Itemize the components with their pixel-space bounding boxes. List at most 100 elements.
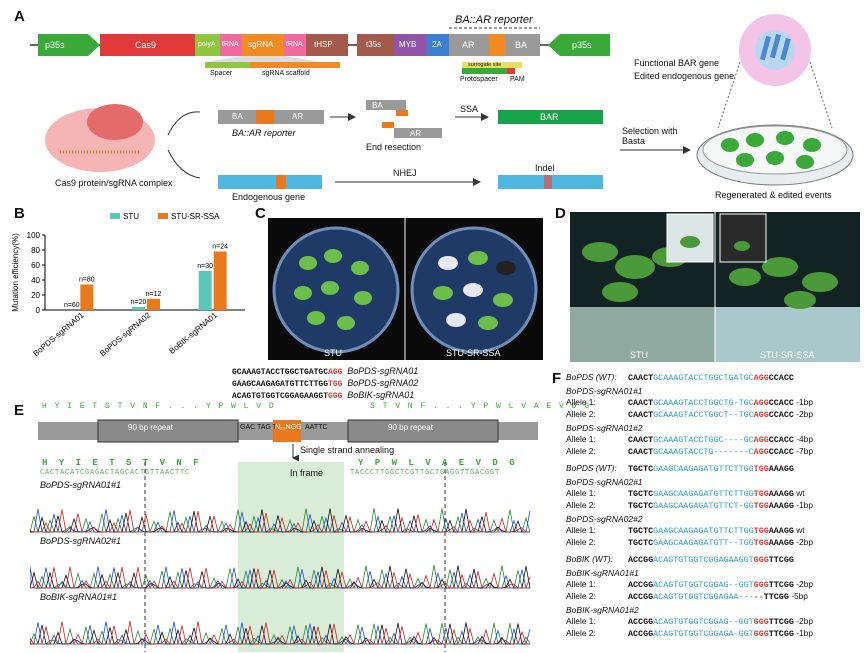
flank-left: CAACT [628, 398, 654, 408]
site-right-label: AATTC [305, 424, 328, 431]
allele-row: Allele 1:CAACTGCAAAGTACCTGGC----GCAGGCCA… [566, 434, 861, 446]
protospacer-seq: GCAAAGTACCTGGCTG-TGC [653, 398, 754, 408]
thsp-label: tHSP [314, 40, 333, 49]
allele-row: Allele 1:TGCTCGAAGCAAGAGATGTTCTTGGTGGAAA… [566, 525, 861, 537]
group-title: BoPDS-sgRNA02#2 [566, 514, 643, 524]
trna-block-2 [284, 34, 306, 56]
y-axis-label: Mutation efficiency(%) [11, 233, 20, 312]
flank-left: TGCTC [628, 538, 654, 548]
flank-right: TTCGG [768, 580, 794, 590]
indel-note: -4bp [793, 434, 813, 444]
protospacer-seq: ACAGTGTGGTCGGAG--GGT [653, 617, 754, 627]
reporter-title: BA::AR reporter [455, 14, 533, 26]
bar [147, 298, 160, 310]
pam-seq: AGG [753, 373, 769, 383]
allele-label: BoPDS (WT): [566, 372, 617, 382]
pam-label: PAM [510, 76, 525, 83]
pam-seq: TGG [753, 526, 769, 536]
flank-left: CAACT [628, 435, 654, 445]
legend-label: STU [123, 212, 139, 221]
ba-block [505, 34, 540, 56]
resection-ar-label: AR [410, 129, 422, 138]
flank-left: ACCGG [628, 555, 654, 565]
aa-row-left: H Y I E T S T V N F [42, 458, 202, 468]
bar-label: BAR [540, 112, 559, 122]
allele-row: Allele 2:CAACTGCAAAGTACCTG-------CAGGCCA… [566, 446, 861, 458]
allele-label: Allele 2: [566, 409, 596, 419]
bar [213, 251, 227, 310]
pam-seq: -- [753, 592, 764, 602]
allele-label: BoBIK (WT): [566, 554, 613, 564]
allele-row: Allele 1:ACCGGACAGTGTGGTCGGAG--GGTGGGTTC… [566, 579, 861, 591]
cas9-label: Cas9 [135, 40, 157, 50]
pam-seq: GGG [753, 629, 769, 639]
guide-name: BoPDS-sgRNA01 [347, 366, 419, 376]
allele-row: BoPDS (WT):TGCTCGAAGCAAGAGATGTTCTTGGTGGA… [566, 463, 861, 475]
pam-seq: AGG [753, 435, 769, 445]
indel-note: wt [793, 525, 805, 535]
panel-e-letter: E [14, 402, 25, 419]
petri-dish-photo: STU STU-SR-SSA [268, 218, 543, 360]
dna-row-left: CACTACATCGAGACTAGCACTGTTAACTTC [40, 469, 191, 477]
allele-row: Allele 1:CAACTGCAAAGTACCTGGCTG-TGCAGGCCA… [566, 397, 861, 409]
ssa-label: SSA [460, 104, 479, 114]
allele-label: Allele 2: [566, 537, 596, 547]
guide-name: BoBIK-sgRNA01 [347, 390, 415, 400]
trace-line [30, 508, 531, 533]
t35s-label: t35s [366, 40, 382, 49]
flank-right: TTCGG [768, 617, 794, 627]
allele-row: BoBIK (WT):ACCGGACAGTGTGGTCGGAGAAGGTGGGT… [566, 554, 861, 566]
scaffold-label: sgRNA scaffold [262, 70, 310, 77]
cas9-block [100, 34, 195, 56]
repeat-left-label: 90 bp repeat [128, 423, 173, 432]
legend-swatch [158, 213, 168, 219]
flank-right: TTCGG [768, 629, 794, 639]
panel-f-letter: F [552, 370, 562, 387]
protospacer-seq: GCAAAGTACCTGGCTGATGC [653, 373, 754, 383]
photo-c-left-label: STU [324, 348, 342, 358]
p35s-right-block [548, 34, 610, 56]
legend-swatch [110, 213, 120, 219]
pam-seq: AGG [753, 447, 769, 457]
nhej-label: NHEJ [393, 168, 417, 178]
allele-label: Allele 1: [566, 579, 596, 589]
flank-right: TTCGG [763, 592, 789, 602]
protospacer-seq: GAAGCAAGAGATGTT--TGG [653, 538, 754, 548]
protospacer-seq: ACAGTGTGGTCGGAGAA--- [653, 592, 754, 602]
group-title: BoBIK-sgRNA01#2 [566, 605, 639, 615]
complex-label: Cas9 protein/sgRNA complex [55, 178, 173, 188]
trace-line [30, 509, 530, 533]
trace-line [30, 621, 531, 645]
guide-pam: AGG [328, 368, 343, 377]
indel-label: Indel [535, 163, 555, 173]
trace-line [30, 565, 530, 589]
guide-row-2: GAAGCAAGAGATGTTCTTGGTGG BoPDS-sgRNA02 [232, 378, 418, 390]
resection-ba-label: BA [372, 101, 383, 110]
sgrna-block [242, 34, 284, 56]
group-title: BoPDS-sgRNA01#1 [566, 386, 643, 396]
indel-note: wt [793, 488, 805, 498]
flank-right: AAAGG [768, 526, 794, 536]
protospacer-seq: ACAGTGTGGTCGGAGA-GGT [653, 629, 754, 639]
bar [132, 307, 145, 310]
aa-top-right: S T V N F . . . Y P W L V A E V D G [370, 402, 591, 411]
guide-seq: GCAAAGTACCTGGCTGATGC [232, 368, 329, 377]
protospacer-seq: GCAAAGTACCTGGC----GC [653, 435, 754, 445]
polya-block [195, 34, 220, 56]
regenerated-label: Regenerated & edited events [715, 190, 832, 200]
polya-label: polyA [198, 41, 216, 48]
panel-c-letter: C [255, 205, 266, 222]
sgrna-label: sgRNA [248, 40, 274, 49]
flank-right: CCACC [768, 398, 794, 408]
allele-row: Allele 2:TGCTCGAAGCAAGAGATGTT--TGGTGGAAA… [566, 537, 861, 549]
flank-left: CAACT [628, 447, 654, 457]
x-tick-label: BoBIK-sgRNA01 [168, 310, 220, 356]
allele-row: BoPDS (WT):CAACTGCAAAGTACCTGGCTGATGCAGGC… [566, 372, 861, 384]
flank-left: TGCTC [628, 526, 654, 536]
reporter-label: BA::AR reporter [232, 128, 296, 138]
panel-a-diagram [30, 14, 854, 189]
allele-label: Allele 2: [566, 446, 596, 456]
protospacer-seq: GAAGCAAGAGATGTTCTTGG [653, 526, 754, 536]
panel-a-letter: A [14, 8, 25, 25]
guide-row-3: ACAGTGTGGTCGGAGAAGGTGGG BoBIK-sgRNA01 [232, 390, 418, 402]
